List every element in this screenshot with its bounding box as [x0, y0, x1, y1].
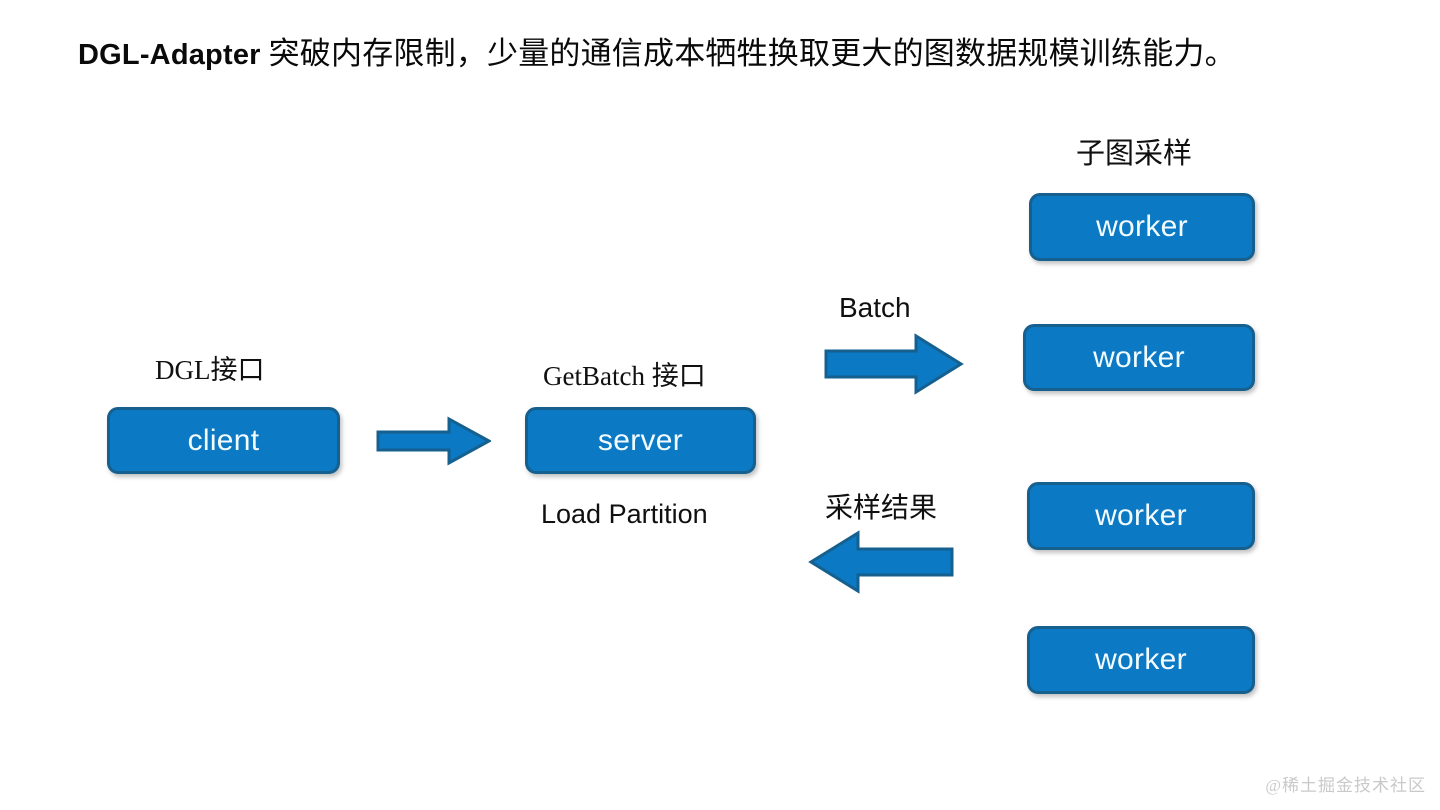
node-worker-3[interactable]: worker [1027, 482, 1255, 550]
arrow-right-icon [824, 333, 964, 395]
node-worker-1[interactable]: worker [1029, 193, 1255, 261]
node-client[interactable]: client [107, 407, 340, 474]
node-worker-2[interactable]: worker [1023, 324, 1255, 391]
arrow-workers-to-server [808, 530, 954, 594]
label-load-partition: Load Partition [541, 499, 708, 529]
arrow-right-icon [376, 416, 491, 466]
page-title-text: 突破内存限制，少量的通信成本牺牲换取更大的图数据规模训练能力。 [260, 36, 1236, 71]
page-title-product: DGL-Adapter [78, 39, 261, 71]
node-server[interactable]: server [525, 407, 756, 474]
label-subgraph-sampling: 子图采样 [1076, 138, 1193, 170]
label-getbatch-interface: GetBatch 接口 [543, 361, 706, 391]
label-sampling-result: 采样结果 [825, 493, 938, 524]
node-worker-4[interactable]: worker [1027, 626, 1255, 694]
label-dgl-interface: DGL接口 [155, 355, 265, 385]
page-title: DGL-Adapter 突破内存限制，少量的通信成本牺牲换取更大的图数据规模训练… [78, 33, 1378, 76]
arrow-batch-to-workers [824, 333, 964, 395]
arrow-client-to-server [376, 416, 491, 466]
watermark: @稀土掘金技术社区 [1265, 776, 1426, 795]
label-batch: Batch [839, 292, 911, 323]
arrow-left-icon [808, 530, 954, 594]
